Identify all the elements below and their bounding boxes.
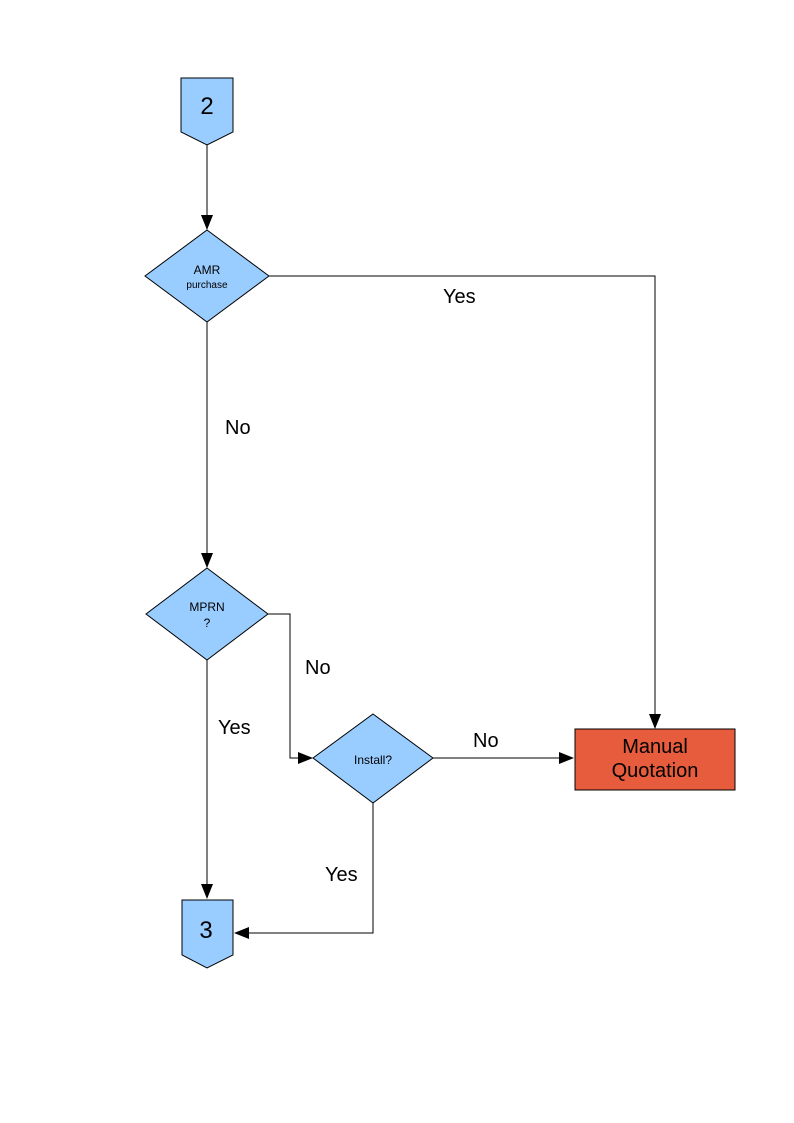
edge-mprn-no (268, 613, 313, 764)
connector-2-shape (180, 77, 234, 146)
connector-2-label: 2 (200, 93, 213, 120)
manual-quotation-label-line1: Manual (622, 736, 688, 758)
mprn-decision-label-line2: ? (204, 616, 211, 630)
edge-install-yes (234, 803, 374, 939)
connector-3-shape (181, 899, 234, 969)
edge-amr-yes (269, 275, 661, 729)
mprn-decision-label-line1: MPRN (189, 600, 224, 614)
mprn-decision-shape (145, 567, 269, 661)
edge-label-mprn-yes: Yes (218, 717, 251, 739)
edge-label-install-no: No (473, 730, 499, 752)
amr-decision-shape (144, 229, 270, 323)
edge-label-amr-no: No (225, 417, 251, 439)
install-decision-shape (312, 713, 434, 804)
amr-decision-label-line1: AMR (194, 263, 221, 277)
edge-label-install-yes: Yes (325, 864, 358, 886)
edge-label-mprn-no: No (305, 657, 331, 679)
manual-quotation-box (574, 728, 736, 791)
connector-3-label: 3 (199, 917, 212, 944)
install-decision-label: Install? (354, 753, 392, 767)
amr-decision-label-line2: purchase (186, 280, 228, 291)
manual-quotation-label-line2: Quotation (612, 760, 699, 782)
edge-label-amr-yes: Yes (443, 286, 476, 308)
